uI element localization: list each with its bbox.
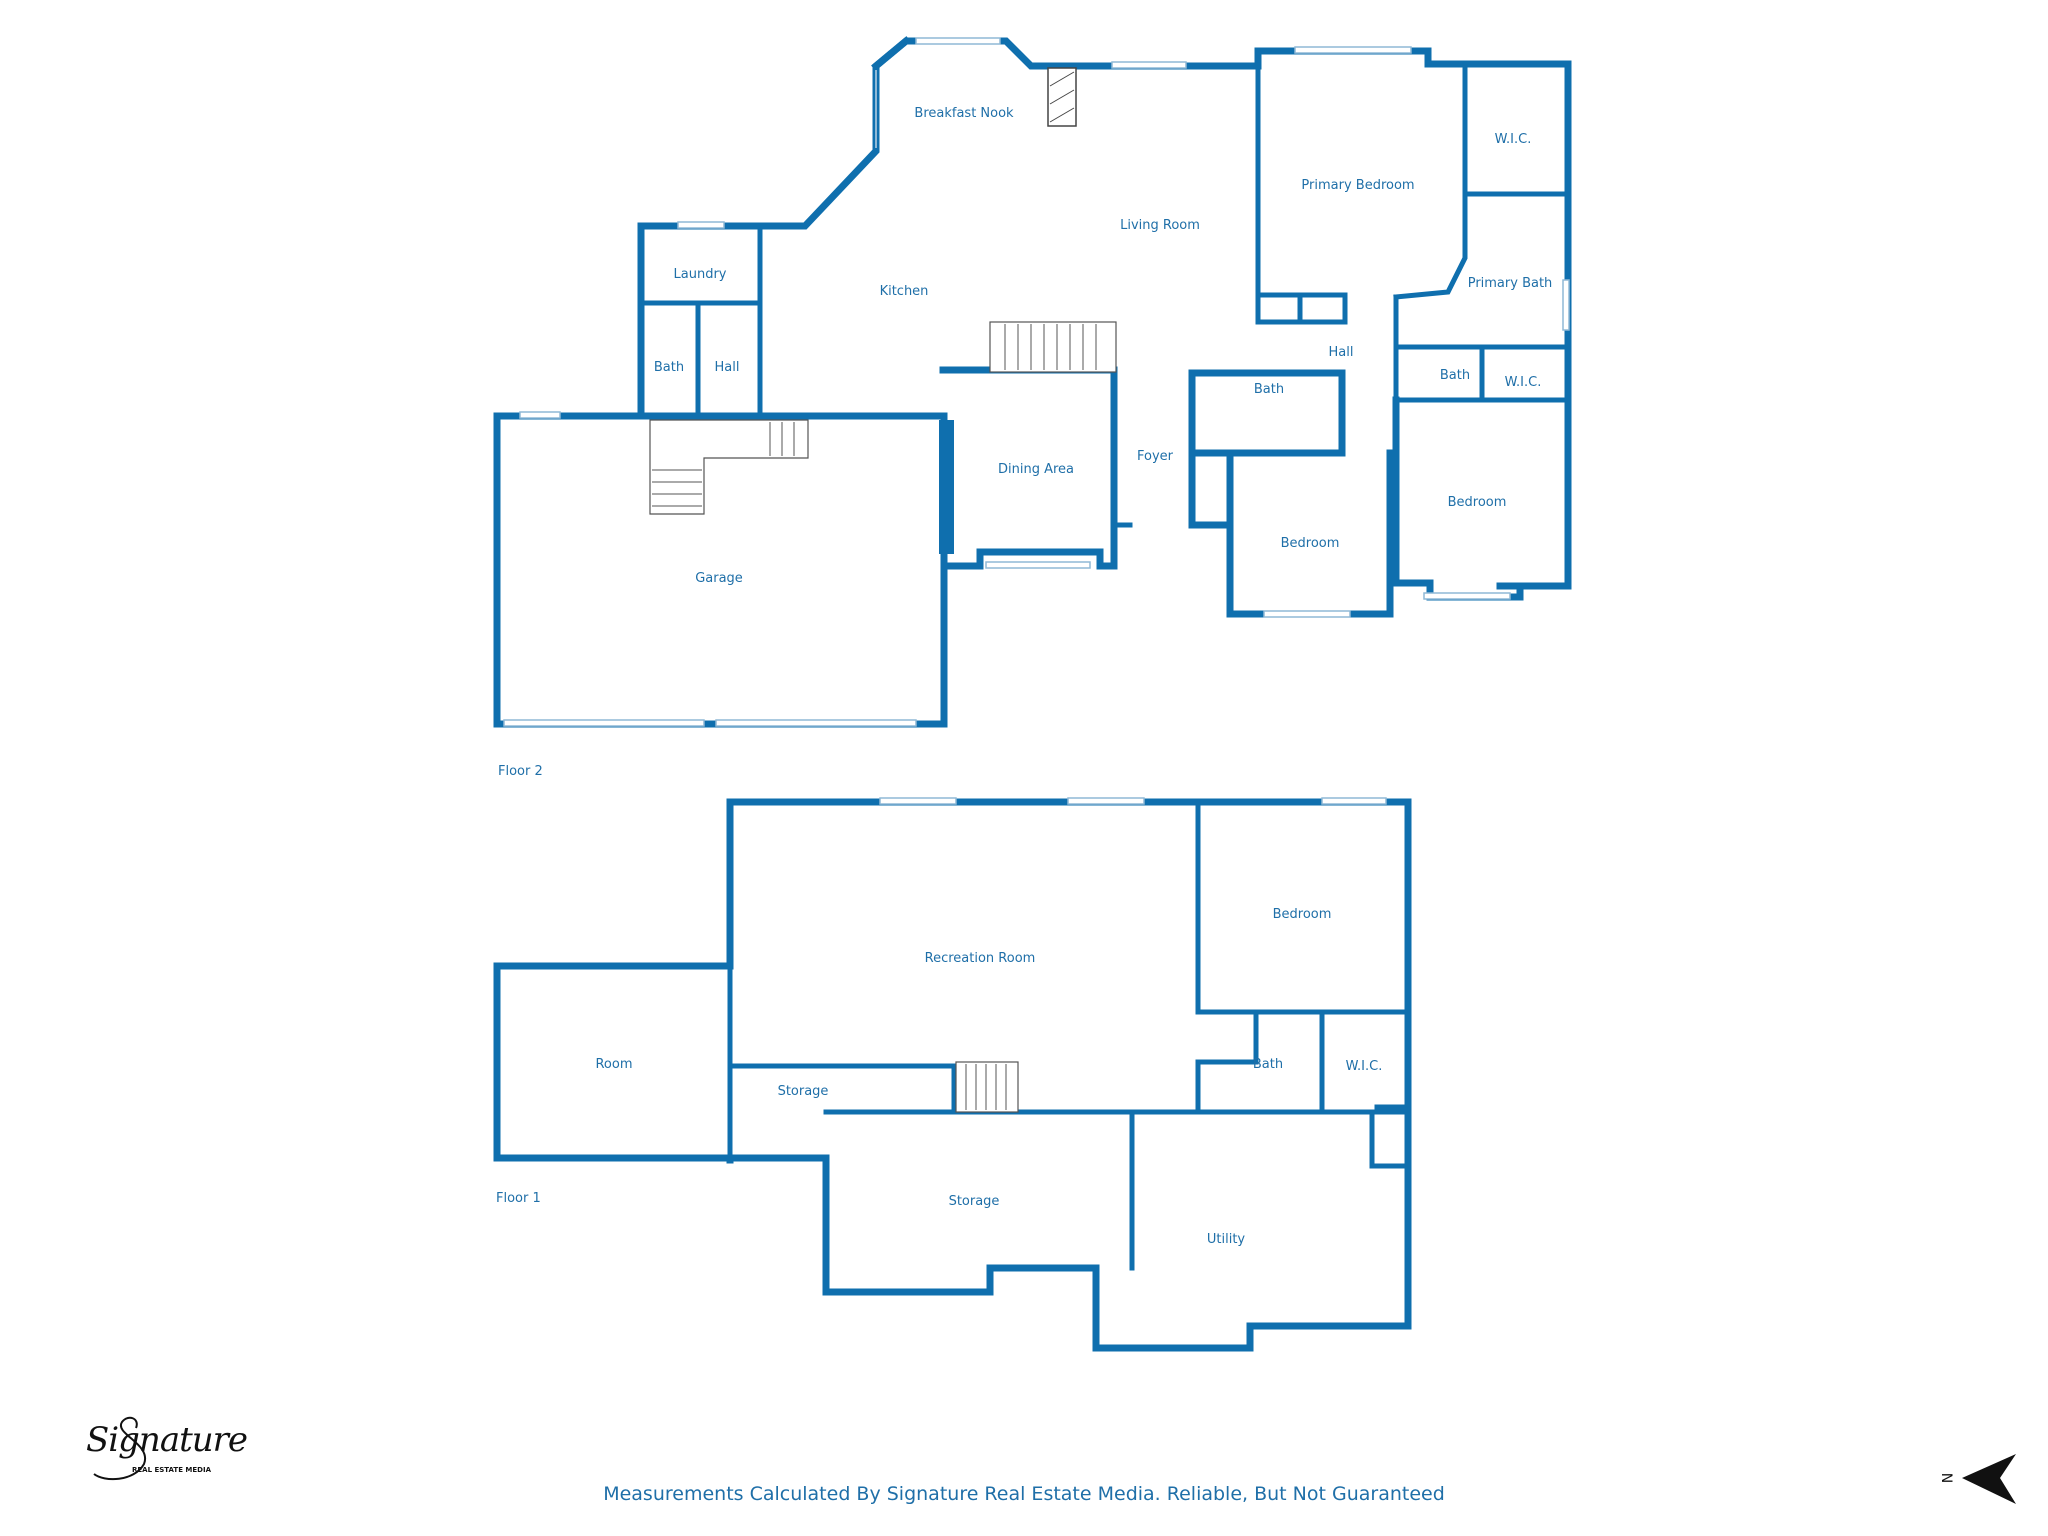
logo-swash-icon xyxy=(93,1416,147,1481)
room-label: Bath xyxy=(1440,368,1470,383)
room-label: Hall xyxy=(715,360,740,375)
bath-walls xyxy=(1195,1059,1259,1115)
garage-walls xyxy=(493,412,948,728)
window xyxy=(503,719,705,727)
room-label: Utility xyxy=(1207,1232,1246,1247)
floor-1-outline xyxy=(726,1104,1412,1352)
logo-subtitle-text: REAL ESTATE MEDIA xyxy=(132,1466,211,1474)
room-label: Foyer xyxy=(1137,449,1174,464)
window xyxy=(985,561,1091,569)
stair-treads xyxy=(1004,324,1097,370)
utility-notch xyxy=(1369,1109,1411,1169)
stair-treads xyxy=(652,422,795,507)
room-label: Breakfast Nook xyxy=(914,106,1014,121)
disclaimer-text: Measurements Calculated By Signature Rea… xyxy=(603,1483,1445,1505)
room-label: Primary Bedroom xyxy=(1301,178,1414,193)
window xyxy=(1111,61,1187,69)
signature-logo: Signature REAL ESTATE MEDIA xyxy=(74,1404,248,1494)
window xyxy=(1321,797,1387,805)
room-label: Bedroom xyxy=(1273,907,1332,922)
north-arrow-icon: N xyxy=(1926,1450,2026,1510)
stair-treads xyxy=(965,1064,1007,1110)
window xyxy=(1562,279,1570,331)
floor-2-plan: Breakfast Nook Living Room Kitchen Laund… xyxy=(493,36,1572,779)
stairs xyxy=(989,321,1117,373)
room-label: Bath xyxy=(654,360,684,375)
window xyxy=(1067,797,1145,805)
fireplace-hatch xyxy=(1049,89,1075,105)
window xyxy=(1294,46,1412,54)
room-label: Living Room xyxy=(1120,218,1200,233)
room-label: Bedroom xyxy=(1448,495,1507,510)
room-label: Kitchen xyxy=(880,284,929,299)
window xyxy=(715,719,917,727)
room-label: W.I.C. xyxy=(1495,132,1532,147)
window xyxy=(879,797,957,805)
room-label: W.I.C. xyxy=(1346,1059,1383,1074)
room-label: Bedroom xyxy=(1281,536,1340,551)
window xyxy=(1423,592,1511,600)
room-label: Primary Bath xyxy=(1468,276,1553,291)
room-label: Bath xyxy=(1254,382,1284,397)
stairs xyxy=(649,419,809,515)
room-label: W.I.C. xyxy=(1505,375,1542,390)
floor-label: Floor 1 xyxy=(496,1191,541,1206)
bedroom-walls xyxy=(1195,805,1411,1015)
fireplace-hatch xyxy=(1049,107,1075,123)
room-label: Dining Area xyxy=(998,462,1074,477)
window xyxy=(915,37,1001,45)
compass-label: N xyxy=(1938,1473,1954,1483)
room-label: Bath xyxy=(1253,1057,1283,1072)
logo-script-text: Signature xyxy=(86,1420,248,1460)
room-label: Room xyxy=(595,1057,632,1072)
floor-1-outline xyxy=(726,798,1412,1112)
fireplace-hatch xyxy=(1049,71,1075,87)
dining-area-pier xyxy=(939,420,954,554)
room-label: Storage xyxy=(949,1194,1000,1209)
hall-bath-walls xyxy=(1188,369,1346,457)
floor-1-plan: Recreation Room Bedroom Room Storage Bat… xyxy=(493,797,1412,1352)
room-label: Hall xyxy=(1329,345,1354,360)
window xyxy=(519,411,561,419)
stairs xyxy=(955,1061,1019,1113)
room-label: Recreation Room xyxy=(925,951,1036,966)
room-label: Garage xyxy=(695,571,743,586)
primary-bedroom-east-wall xyxy=(1393,63,1468,300)
room-label: Laundry xyxy=(674,267,727,282)
bedroom-walls xyxy=(1226,449,1394,618)
east-bedroom-walls xyxy=(1392,396,1524,601)
floor-label: Floor 2 xyxy=(498,764,543,779)
window xyxy=(677,221,725,229)
bedroom-west-return xyxy=(1188,449,1234,529)
window xyxy=(1263,610,1351,618)
room-label: Storage xyxy=(778,1084,829,1099)
dining-area-walls xyxy=(939,366,1118,570)
north-arrow-shape xyxy=(1962,1454,2016,1504)
room-walls xyxy=(493,962,830,1162)
